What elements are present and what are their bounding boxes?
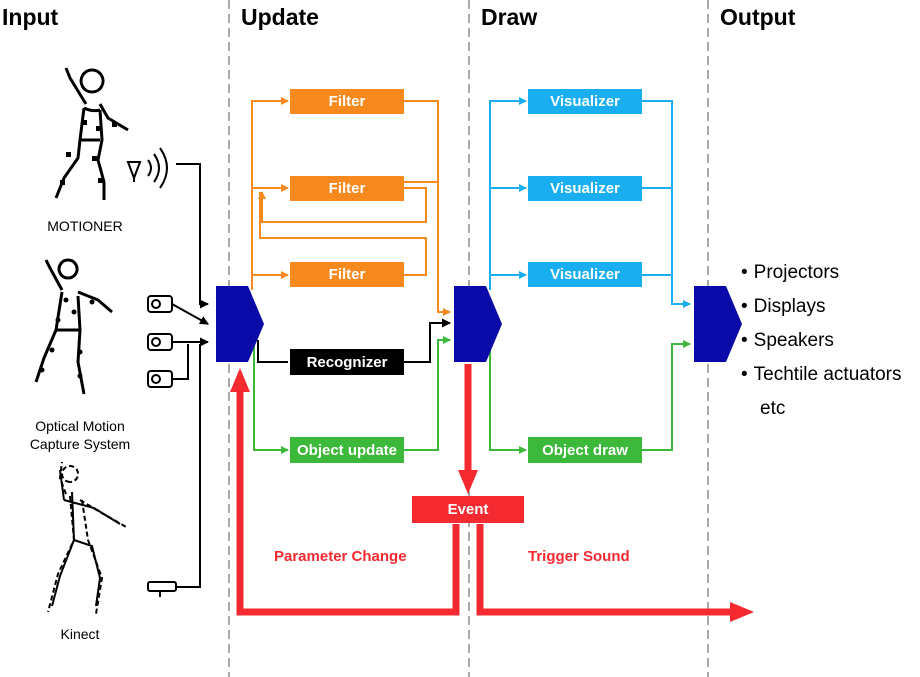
antenna-icon [126, 147, 168, 189]
output-item-projectors: •Projectors [741, 262, 840, 283]
recognizer-block: Recognizer [290, 349, 404, 375]
dancer-figure-icon [54, 67, 129, 200]
filter-block-3: Filter [290, 262, 404, 287]
input-hub [216, 286, 264, 362]
dancer-figure-icon [34, 258, 113, 395]
column-title-output: Output [720, 4, 796, 30]
input-connections [171, 163, 209, 588]
output-item-displays: •Displays [741, 296, 826, 317]
visualizer-connections [489, 97, 691, 308]
output-hub [694, 286, 742, 362]
event-block: Event [412, 496, 524, 523]
filter-connections [251, 97, 451, 316]
event-down-arrow [458, 470, 478, 494]
object-update-block: Object update [290, 437, 404, 463]
camera-icon [147, 295, 173, 388]
trigger-sound-label: Trigger Sound [528, 548, 630, 565]
motioner-label: MOTIONER [47, 218, 123, 234]
filter-block-2: Filter [290, 176, 404, 201]
skeleton-lines [51, 469, 121, 607]
object-draw-block: Object draw [528, 437, 642, 463]
visualizer-block-3: Visualizer [528, 262, 642, 287]
draw-hub [454, 286, 502, 362]
parameter-change-arrow [230, 368, 250, 392]
sensor-marks [60, 120, 117, 185]
event-arrowheads [230, 368, 754, 622]
parameter-change-label: Parameter Change [274, 548, 407, 565]
optical-label-line1: Optical Motion [35, 418, 125, 434]
output-item-etc: etc [760, 398, 786, 419]
column-title-input: Input [2, 4, 59, 30]
output-item-techtile: •Techtile actuators [741, 364, 902, 385]
dancer-figure-icon [47, 461, 129, 615]
optical-label-line2: Capture System [29, 436, 131, 452]
column-title-update: Update [241, 4, 319, 30]
recognizer-connections [257, 318, 451, 363]
kinect-label: Kinect [60, 626, 100, 642]
object-draw-connections [489, 340, 691, 454]
visualizer-block-1: Visualizer [528, 89, 642, 114]
output-item-speakers: •Speakers [741, 330, 834, 351]
event-flow [236, 364, 734, 616]
trigger-sound-arrow [730, 602, 754, 622]
filter-block-1: Filter [290, 89, 404, 114]
visualizer-block-2: Visualizer [528, 176, 642, 201]
object-update-connections [253, 336, 451, 454]
kinect-sensor-icon [147, 581, 177, 597]
column-title-draw: Draw [481, 4, 538, 30]
sensor-marks [39, 297, 95, 379]
